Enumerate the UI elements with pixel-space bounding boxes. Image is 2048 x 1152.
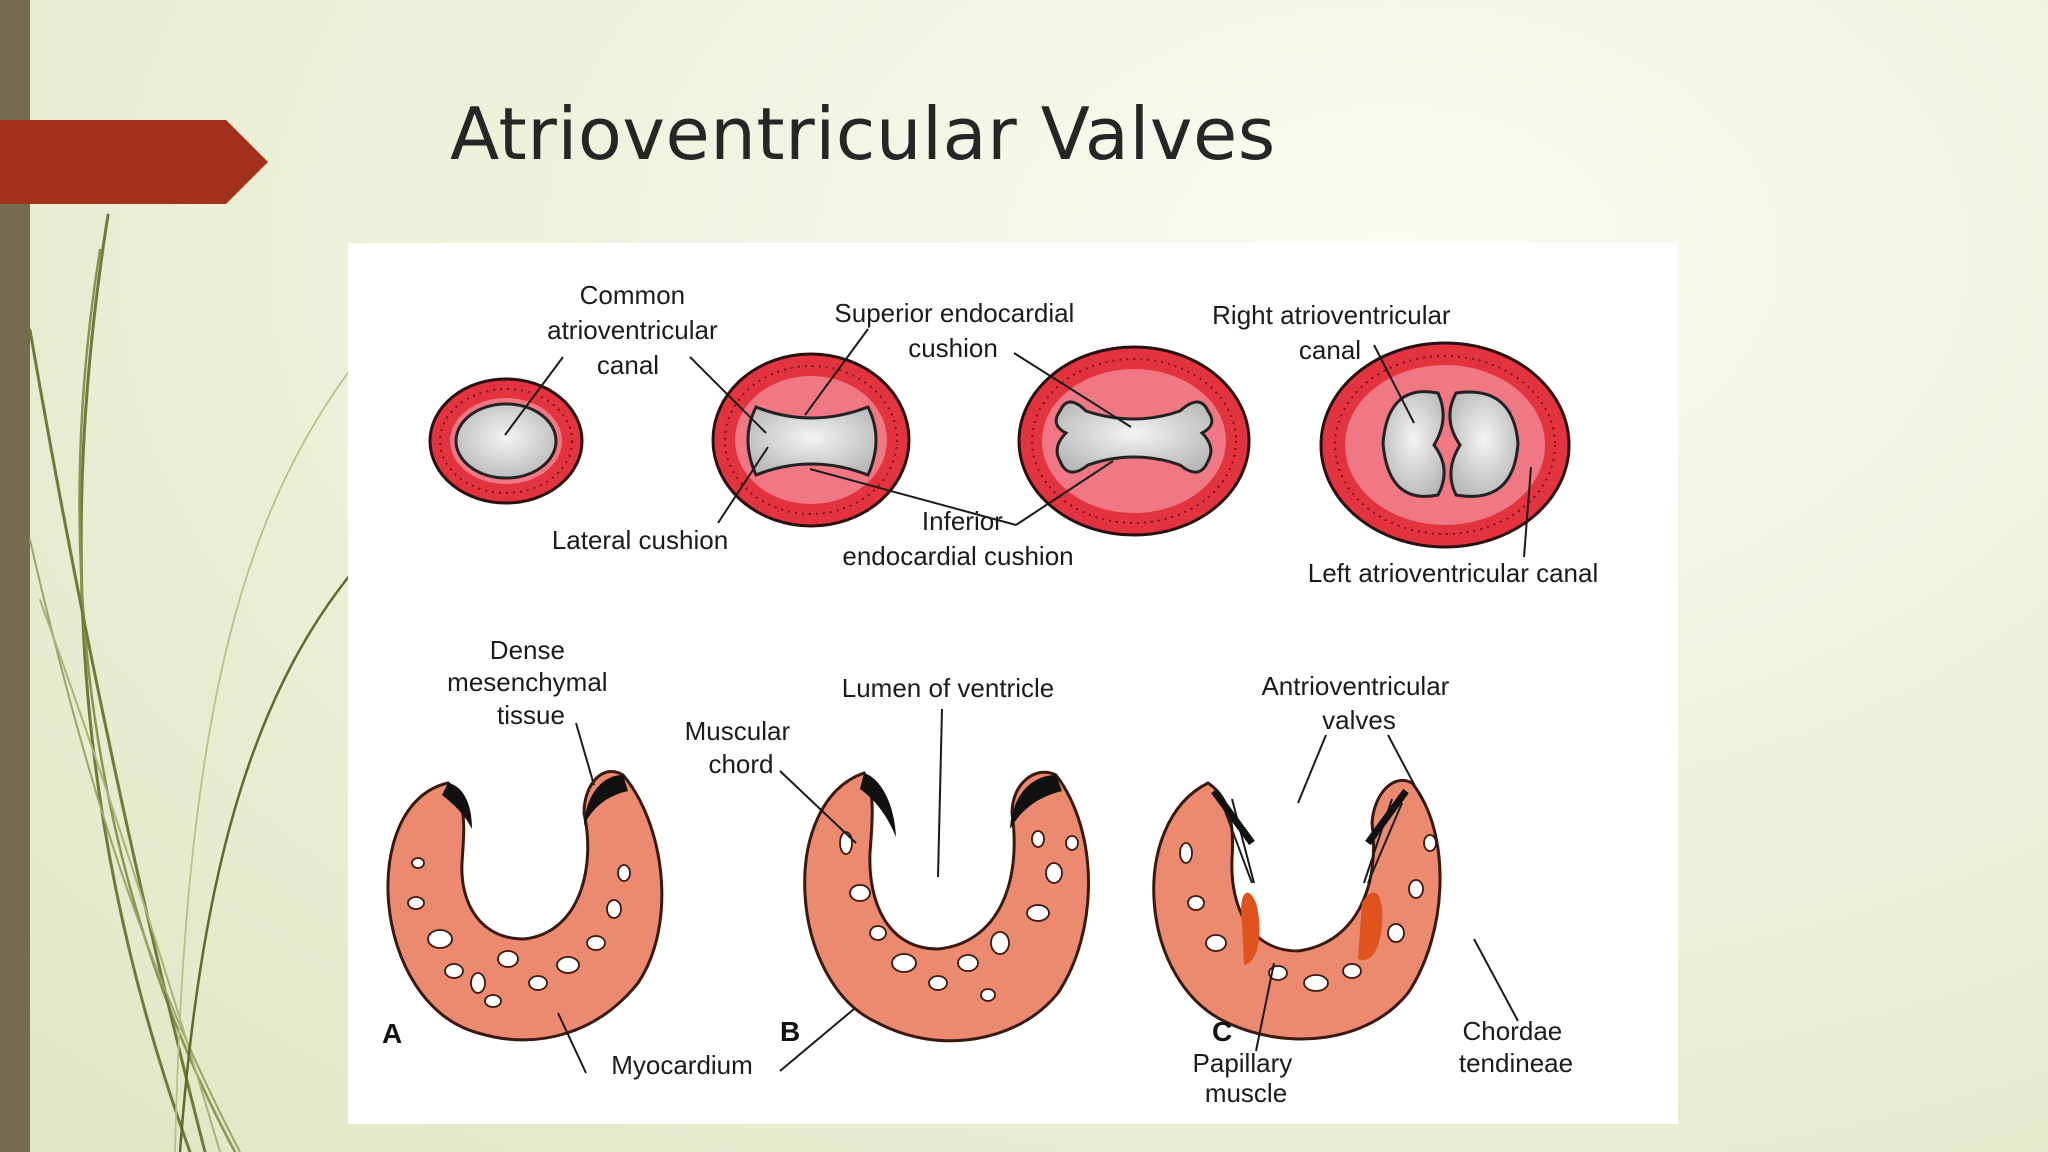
decorative-curves (28, 213, 352, 1152)
ventricle-b (803, 770, 1090, 1043)
label-lateral-cushion: Lateral cushion (552, 525, 728, 555)
av-valve-diagram: Common atrioventricular canal Lateral cu… (382, 280, 1598, 1108)
figure-panel: Common atrioventricular canal Lateral cu… (348, 243, 1678, 1124)
label-papillary-muscle: Papillary muscle (1193, 1048, 1300, 1108)
label-right-av-canal: Right atrioventricular canal (1212, 300, 1458, 365)
label-superior-endocardial-cushion: Superior endocardial cushion (834, 298, 1081, 363)
label-av-valves: Antrioventricular valves (1261, 671, 1456, 735)
label-chordae-tendineae: Chordae tendineae (1459, 1016, 1573, 1078)
stage-common-canal (428, 377, 584, 505)
label-dense-mesenchymal-tissue: Dense mesenchymal tissue (447, 635, 615, 730)
ventricle-a (386, 770, 664, 1042)
panel-letter-c: C (1212, 1016, 1232, 1047)
label-inferior-endocardial-cushion: Inferior endocardial cushion (842, 506, 1073, 571)
panel-letter-a: A (382, 1018, 402, 1049)
stage-cushions-approaching (1017, 345, 1251, 537)
slide-title: Atrioventricular Valves (450, 92, 1276, 176)
label-muscular-chord: Muscular chord (685, 716, 798, 779)
label-lumen-of-ventricle: Lumen of ventricle (842, 673, 1054, 703)
stage-cushions-forming (711, 352, 911, 528)
label-myocardium: Myocardium (611, 1050, 753, 1080)
bottom-row-leaders (557, 708, 1519, 1074)
stage-divided-canals (1319, 341, 1571, 549)
title-accent-tab (0, 120, 268, 204)
label-left-av-canal: Left atrioventricular canal (1308, 558, 1598, 588)
panel-letter-b: B (780, 1016, 800, 1047)
label-common-av-canal: Common atrioventricular canal (547, 280, 725, 380)
top-row-leaders (504, 328, 1532, 558)
ventricle-c (1152, 779, 1442, 1041)
